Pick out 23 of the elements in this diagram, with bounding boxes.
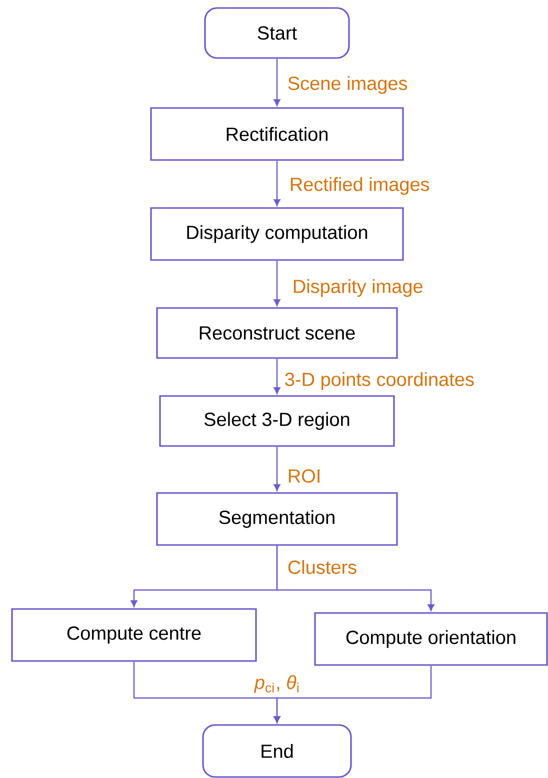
process-box: Disparity computation: [150, 207, 404, 261]
process-box: Reconstruct scene: [156, 307, 398, 359]
arrow: [274, 58, 280, 106]
arrow: [274, 666, 432, 723]
process-box: Select 3-D region: [159, 395, 395, 447]
arrow: [276, 546, 434, 611]
process-box: Rectification: [150, 107, 404, 161]
process-box: Compute centre: [11, 608, 257, 662]
terminal-box: End: [202, 724, 352, 778]
arrow: [274, 160, 280, 206]
arrow: [274, 260, 280, 306]
process-box: Compute orientation: [314, 612, 548, 666]
edge-label: Clusters: [285, 558, 360, 576]
edge-label: Disparity image: [290, 277, 426, 299]
edge-label: p$_{ci}$, θ$_{i}$: [252, 673, 302, 695]
edge-label: Scene images: [285, 74, 410, 96]
arrow: [274, 446, 280, 491]
edge-label: Rectified images: [287, 175, 432, 197]
process-box: Segmentation: [156, 492, 398, 546]
edge-label: 3-D points coordinates: [282, 370, 476, 392]
arrow: [274, 358, 280, 394]
edge-label: ROI: [285, 467, 324, 485]
terminal-box: Start: [204, 7, 350, 59]
